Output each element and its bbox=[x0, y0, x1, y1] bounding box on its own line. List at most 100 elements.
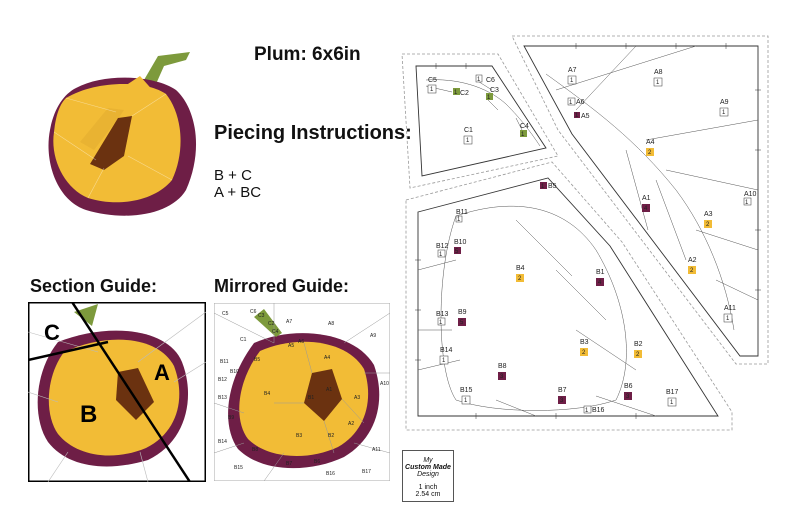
mg-label: C5 bbox=[222, 311, 229, 317]
mirrored-guide-diagram: C5 C6 C1 C4 C2 C3 A7 A8 A9 A4 A1 A2 A10 … bbox=[214, 303, 390, 481]
mg-label: B3 bbox=[296, 433, 302, 439]
mg-label: A4 bbox=[324, 355, 330, 361]
template-a-outline bbox=[523, 45, 759, 357]
svg-text:1: 1 bbox=[541, 184, 545, 190]
svg-text:1: 1 bbox=[442, 358, 446, 364]
svg-text:B15: B15 bbox=[460, 387, 473, 394]
svg-text:1: 1 bbox=[439, 252, 443, 258]
svg-text:1: 1 bbox=[466, 138, 470, 144]
svg-text:5: 5 bbox=[460, 320, 464, 326]
logo-line-2: Custom Made bbox=[405, 464, 451, 471]
svg-text:1: 1 bbox=[487, 95, 491, 101]
svg-text:5: 5 bbox=[455, 249, 459, 255]
svg-text:2: 2 bbox=[648, 150, 652, 156]
section-guide-diagram: C A B bbox=[28, 302, 206, 482]
pattern-templates: C5 1 C6 1 C2 1 C3 1 C1 1 C4 1 A7 1 A8 1 … bbox=[401, 35, 769, 431]
svg-text:A8: A8 bbox=[654, 69, 663, 76]
svg-text:B3: B3 bbox=[580, 339, 589, 346]
svg-text:1: 1 bbox=[726, 316, 730, 322]
svg-text:A1: A1 bbox=[642, 195, 651, 202]
mg-label: B6 bbox=[314, 459, 320, 465]
svg-text:B1: B1 bbox=[596, 269, 605, 276]
svg-text:C6: C6 bbox=[486, 77, 495, 84]
plum-illustration bbox=[48, 52, 197, 216]
template-a-labels: A7 1 A8 1 1 A6 1 A5 A9 1 A4 2 A10 1 A1 4… bbox=[567, 67, 757, 323]
mg-label: C4 bbox=[272, 329, 279, 335]
svg-text:C4: C4 bbox=[520, 123, 529, 130]
svg-text:1: 1 bbox=[464, 398, 468, 404]
svg-text:1: 1 bbox=[430, 87, 434, 93]
svg-text:B7: B7 bbox=[558, 387, 567, 394]
svg-text:B13: B13 bbox=[436, 311, 449, 318]
svg-text:B6: B6 bbox=[624, 383, 633, 390]
logo-line-1: My bbox=[423, 457, 433, 464]
mg-label: B1 bbox=[308, 395, 314, 401]
template-a-cutline bbox=[511, 35, 769, 365]
svg-text:2: 2 bbox=[690, 268, 694, 274]
mirrored-guide-heading: Mirrored Guide: bbox=[214, 276, 350, 296]
mg-label: B16 bbox=[326, 471, 335, 477]
mg-label: B12 bbox=[218, 377, 227, 383]
scale-inch: 1 inch bbox=[418, 484, 438, 491]
svg-text:4: 4 bbox=[598, 280, 602, 286]
svg-text:C3: C3 bbox=[490, 87, 499, 94]
template-b-labels: 1 B5 B11 1 B12 1 B10 5 B4 2 B1 4 B13 1 B… bbox=[436, 182, 679, 414]
svg-text:A11: A11 bbox=[724, 305, 736, 312]
section-label-c: C bbox=[44, 320, 60, 345]
mg-label: B13 bbox=[218, 395, 227, 401]
mg-label: A5 bbox=[288, 343, 294, 349]
page-title: Plum: 6x6in bbox=[254, 44, 361, 65]
svg-text:B11: B11 bbox=[456, 209, 468, 216]
mg-label: A8 bbox=[328, 321, 334, 327]
svg-text:2: 2 bbox=[636, 352, 640, 358]
section-label-a: A bbox=[154, 360, 170, 385]
mg-label: B17 bbox=[362, 469, 371, 475]
svg-text:A4: A4 bbox=[646, 139, 655, 146]
svg-text:C5: C5 bbox=[428, 77, 437, 84]
svg-text:1: 1 bbox=[745, 200, 749, 206]
svg-text:1: 1 bbox=[570, 78, 574, 84]
svg-text:A3: A3 bbox=[704, 211, 713, 218]
mg-label: A6 bbox=[298, 339, 304, 345]
svg-text:A5: A5 bbox=[581, 113, 590, 120]
svg-text:1: 1 bbox=[585, 408, 589, 414]
mg-label: B8 bbox=[252, 447, 258, 453]
svg-text:1: 1 bbox=[656, 80, 660, 86]
template-b-outline bbox=[417, 177, 719, 417]
section-label-b: B bbox=[80, 401, 97, 428]
svg-text:A2: A2 bbox=[688, 257, 697, 264]
svg-text:B8: B8 bbox=[498, 363, 507, 370]
mg-label: C2 bbox=[268, 321, 275, 327]
svg-text:1: 1 bbox=[575, 113, 579, 119]
svg-text:C2: C2 bbox=[460, 90, 469, 97]
section-guide-heading: Section Guide: bbox=[30, 276, 158, 296]
svg-text:B4: B4 bbox=[516, 265, 525, 272]
svg-text:A10: A10 bbox=[744, 191, 757, 198]
svg-text:B5: B5 bbox=[548, 183, 557, 190]
svg-text:1: 1 bbox=[457, 217, 461, 223]
svg-text:A7: A7 bbox=[568, 67, 577, 74]
mg-label: B15 bbox=[234, 465, 243, 471]
svg-text:3: 3 bbox=[626, 394, 630, 400]
svg-text:B10: B10 bbox=[454, 239, 467, 246]
mg-label: B7 bbox=[286, 461, 292, 467]
svg-text:B17: B17 bbox=[666, 389, 679, 396]
piecing-step-1: B + C bbox=[214, 167, 252, 184]
mg-label: B10 bbox=[230, 369, 239, 375]
mg-label: A7 bbox=[286, 319, 292, 325]
scale-cm: 2.54 cm bbox=[415, 491, 441, 498]
template-c-labels: C5 1 C6 1 C2 1 C3 1 C1 1 C4 1 bbox=[427, 74, 529, 145]
svg-text:4: 4 bbox=[644, 206, 648, 212]
svg-text:1: 1 bbox=[439, 320, 443, 326]
mg-label: B5 bbox=[254, 357, 260, 363]
svg-text:3: 3 bbox=[560, 398, 564, 404]
svg-text:1: 1 bbox=[569, 100, 573, 106]
mg-label: B2 bbox=[328, 433, 334, 439]
svg-text:2: 2 bbox=[518, 276, 522, 282]
mg-label: A2 bbox=[348, 421, 354, 427]
svg-text:B16: B16 bbox=[592, 407, 605, 414]
svg-text:1: 1 bbox=[477, 77, 481, 83]
mg-label: B11 bbox=[220, 359, 229, 365]
svg-text:C1: C1 bbox=[464, 127, 473, 134]
svg-text:2: 2 bbox=[582, 350, 586, 356]
